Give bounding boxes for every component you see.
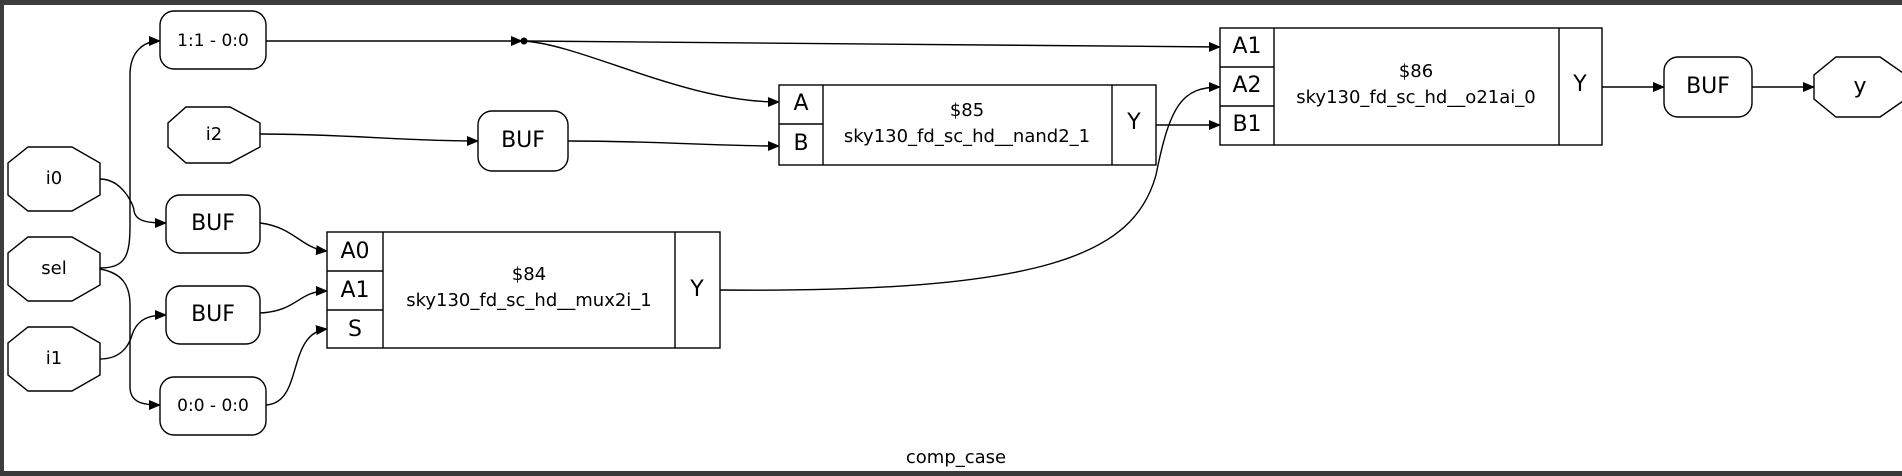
buffer-out[interactable]: BUF: [1663, 56, 1753, 118]
wire-mux-o21ai-a2: [719, 82, 1221, 291]
nand-pin-y: Y: [1126, 110, 1141, 135]
wire-sel-slice-lo: [99, 268, 161, 410]
mux-pin-s: S: [348, 317, 362, 342]
port-i0-label: i0: [46, 168, 62, 189]
nand-pin-b: B: [793, 131, 808, 156]
nand-pin-a: A: [793, 91, 808, 116]
port-i2-label: i2: [206, 124, 222, 145]
cell-nand2[interactable]: A B $85 sky130_fd_sc_hd__nand2_1 Y: [778, 84, 1157, 166]
wire-junction-nand-a: [523, 40, 780, 107]
mux-id: $84: [512, 264, 546, 285]
nand-type: sky130_fd_sc_hd__nand2_1: [844, 126, 1090, 147]
mux-type: sky130_fd_sc_hd__mux2i_1: [406, 290, 652, 311]
mux-pin-y: Y: [689, 277, 704, 302]
buffer-label: BUF: [191, 211, 235, 236]
buffer-label: BUF: [1686, 74, 1730, 99]
o21ai-pin-a2: A2: [1232, 73, 1261, 98]
slice-sel-hi[interactable]: 1:1 - 0:0: [159, 10, 267, 70]
slice-sel-lo[interactable]: 0:0 - 0:0: [159, 376, 267, 436]
wire-slice-lo-mux-s: [265, 325, 328, 406]
buffer-label: BUF: [501, 128, 545, 153]
mux-pin-a1: A1: [340, 278, 369, 303]
wire-i0-buf: [99, 178, 167, 228]
port-i0[interactable]: i0: [7, 146, 101, 212]
o21ai-pin-y: Y: [1572, 72, 1587, 97]
port-y[interactable]: y: [1813, 56, 1902, 118]
port-i1[interactable]: i1: [7, 326, 101, 392]
o21ai-pin-a1: A1: [1232, 34, 1261, 59]
o21ai-id: $86: [1399, 61, 1433, 82]
wire-sel-slice-hi: [99, 36, 161, 269]
wire-buf-nand-b: [567, 140, 780, 151]
slice-sel-lo-label: 0:0 - 0:0: [177, 396, 249, 416]
port-i2[interactable]: i2: [167, 106, 261, 164]
wire-junction-o21ai-a1: [523, 40, 1221, 52]
slice-sel-hi-label: 1:1 - 0:0: [177, 31, 249, 51]
cell-o21ai[interactable]: A1 A2 B1 $86 sky130_fd_sc_hd__o21ai_0 Y: [1219, 27, 1603, 146]
buffer-i0[interactable]: BUF: [165, 194, 261, 254]
port-sel-label: sel: [41, 258, 66, 279]
cell-mux2i[interactable]: A0 A1 S $84 sky130_fd_sc_hd__mux2i_1 Y: [326, 231, 721, 349]
wire-buf-mux-a1: [259, 286, 328, 314]
port-sel[interactable]: sel: [7, 236, 101, 302]
wire-buf-mux-a0: [259, 222, 328, 256]
o21ai-pin-b1: B1: [1232, 112, 1261, 137]
wires: [99, 36, 1815, 410]
wire-i2-buf: [259, 133, 479, 146]
mux-pin-a0: A0: [340, 239, 369, 264]
buffer-i2[interactable]: BUF: [477, 110, 569, 172]
diagram-caption: comp_case: [906, 447, 1006, 468]
buffer-i1[interactable]: BUF: [165, 285, 261, 345]
buffer-label: BUF: [191, 302, 235, 327]
wire-i1-buf: [99, 310, 167, 360]
netlist-diagram: i0 sel i1 i2 y 1:1 - 0:0 0:0 - 0:0 BUF B…: [7, 10, 1902, 468]
port-y-label: y: [1853, 74, 1866, 99]
nand-id: $85: [950, 100, 984, 121]
port-i1-label: i1: [46, 348, 62, 369]
o21ai-type: sky130_fd_sc_hd__o21ai_0: [1296, 87, 1535, 108]
